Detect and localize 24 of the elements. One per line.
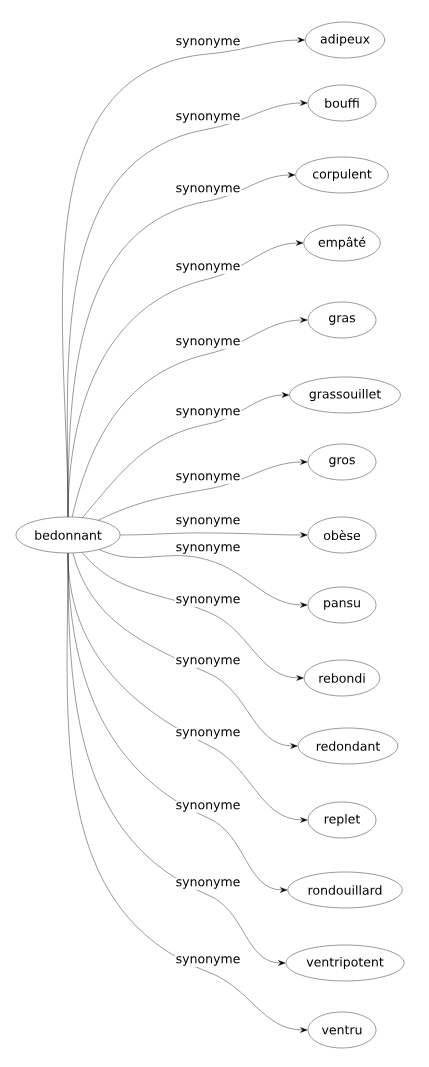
edge-label: synonyme bbox=[174, 801, 242, 813]
edge-label: synonyme bbox=[174, 262, 242, 274]
edge-label: synonyme bbox=[174, 543, 242, 555]
arrow bbox=[72, 317, 308, 518]
arrow bbox=[120, 532, 308, 538]
edge-label: synonyme bbox=[174, 37, 242, 49]
edge-label: synonyme bbox=[174, 516, 242, 528]
edge-label: synonyme bbox=[174, 728, 242, 740]
edge-label: synonyme bbox=[174, 955, 242, 967]
arrow bbox=[72, 552, 298, 749]
edge-label: synonyme bbox=[174, 656, 242, 668]
edge-label: synonyme bbox=[174, 472, 242, 484]
arrow bbox=[99, 549, 308, 608]
edge-label: synonyme bbox=[174, 184, 242, 196]
edge-label: synonyme bbox=[174, 595, 242, 607]
edge-label: synonyme bbox=[174, 337, 242, 349]
arrow bbox=[82, 392, 290, 518]
arrow bbox=[67, 240, 304, 517]
edge-label: synonyme bbox=[174, 112, 242, 124]
edge-label: synonyme bbox=[174, 407, 242, 419]
edge-label: synonyme bbox=[174, 878, 242, 890]
arrow bbox=[82, 552, 304, 681]
arrow bbox=[98, 459, 308, 521]
arrow bbox=[66, 553, 308, 1033]
